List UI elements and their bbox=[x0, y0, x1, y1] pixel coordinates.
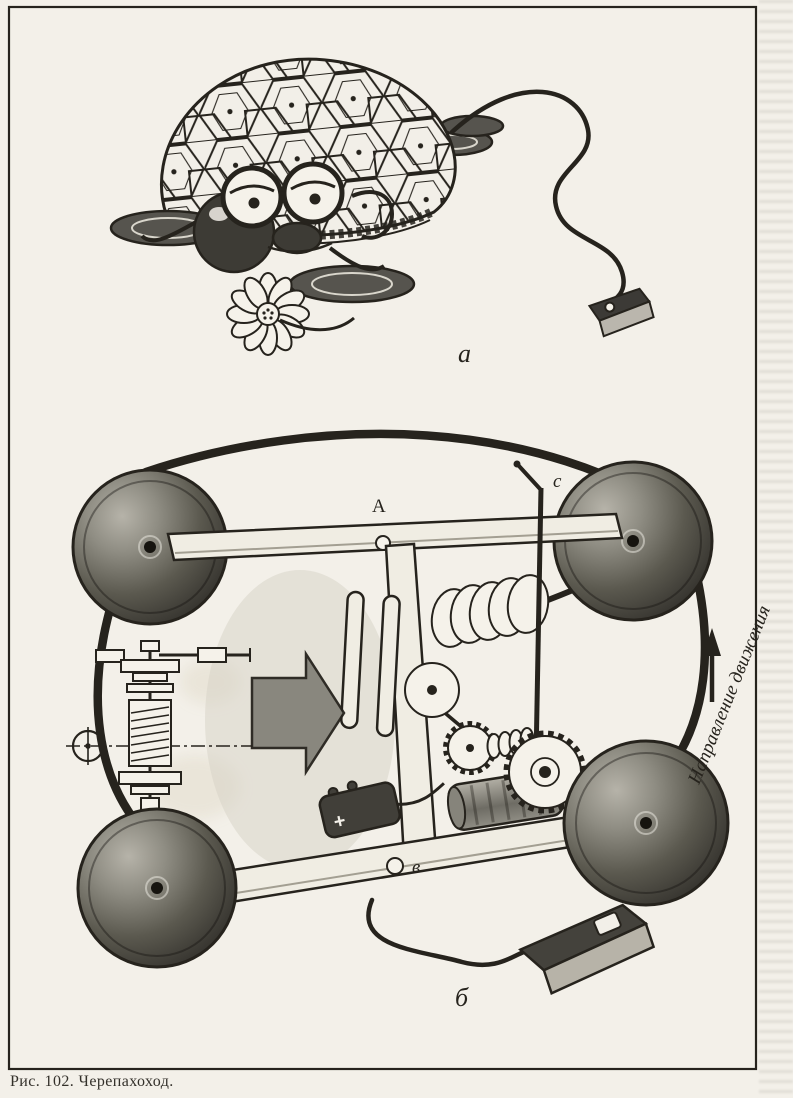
point-label-a: А bbox=[372, 496, 386, 517]
left-eyelid bbox=[229, 184, 275, 195]
direction-arrow bbox=[703, 628, 721, 702]
turtle-leg-wires bbox=[140, 190, 395, 272]
turtle-mouth bbox=[267, 241, 333, 253]
right-pupil bbox=[309, 193, 321, 205]
drive-shaft-and-lever bbox=[513, 460, 544, 761]
remote-button bbox=[593, 911, 622, 936]
figure-label-a: а bbox=[458, 339, 471, 368]
remote-control-top bbox=[587, 287, 655, 338]
battery-plus-mark: + bbox=[332, 810, 348, 834]
remote-control-bottom bbox=[518, 903, 656, 996]
flower-stem bbox=[279, 316, 355, 332]
figure-label-b: б bbox=[455, 983, 469, 1012]
pivot-hole-b bbox=[386, 857, 404, 875]
right-eyelid bbox=[290, 180, 336, 191]
point-label-b: в bbox=[412, 857, 420, 878]
power-cable-top bbox=[449, 89, 626, 307]
power-cable-bottom bbox=[366, 897, 527, 968]
figure-border-frame bbox=[7, 5, 758, 1071]
wheel-bottom-right bbox=[562, 739, 730, 907]
direction-block-arrow bbox=[250, 649, 346, 777]
battery-wire bbox=[397, 782, 445, 806]
left-pupil bbox=[248, 197, 260, 209]
figure-caption: Рис. 102. Черепахоход. bbox=[10, 1073, 174, 1090]
chassis-illustration: + bbox=[66, 429, 775, 1012]
point-label-c: с bbox=[553, 471, 562, 492]
daisy-flower bbox=[226, 272, 355, 356]
glasses-bridge bbox=[278, 191, 287, 196]
reverse-side-bleed-texture bbox=[759, 0, 793, 1098]
wheel-bottom-left bbox=[76, 807, 238, 969]
turtle-snout bbox=[271, 221, 323, 255]
turtle-illustration: а bbox=[109, 57, 655, 368]
battery: + bbox=[318, 780, 445, 839]
coil-spring bbox=[430, 574, 550, 648]
glasses-icon bbox=[220, 161, 345, 229]
remote-button bbox=[604, 301, 616, 313]
fork-prongs bbox=[340, 590, 401, 738]
